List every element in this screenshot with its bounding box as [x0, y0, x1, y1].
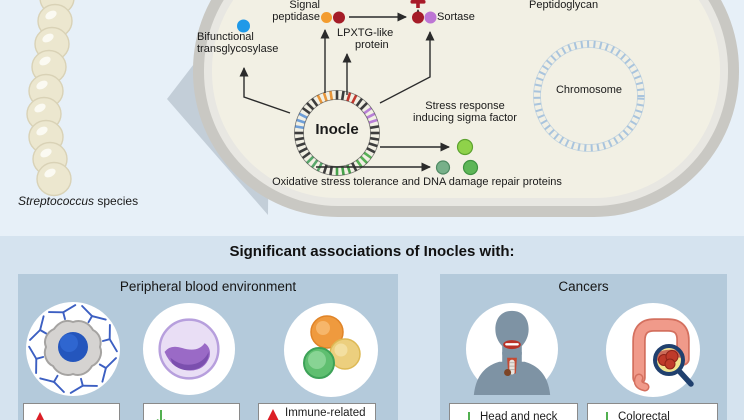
finding-label: Head and neck — [480, 411, 558, 420]
sigma-factor-line2: inducing sigma factor — [413, 112, 517, 125]
lpxtg-label-line1: LPXTG-like — [337, 27, 394, 39]
cytokines-circle — [284, 303, 378, 397]
cocci-highlights — [34, 10, 57, 178]
immune-cell-circle — [26, 302, 120, 396]
colorectal-cancer-icon — [632, 318, 694, 392]
down-arrow-icon — [156, 410, 166, 420]
up-arrow-icon — [267, 409, 279, 420]
finding-box-immune-related: Immune-related — [258, 403, 376, 420]
bacterial-cell-diagram — [26, 0, 739, 217]
oxidative-protein-dot-1 — [435, 160, 451, 175]
lpxtg-anchored-protein-icon — [410, 0, 426, 8]
organism-genus: Streptococcus — [18, 194, 95, 208]
signal-peptidase-dot-orange — [321, 12, 332, 23]
sigma-factor-line1: Stress response — [425, 100, 505, 112]
signal-peptidase-label: Signal peptidase — [272, 0, 320, 24]
transglycosylase-line1: Bifunctional — [197, 31, 254, 43]
chromosome-label: Chromosome — [555, 84, 623, 96]
immune-cell-icon — [28, 304, 118, 394]
streptococcus-chain — [26, 0, 75, 197]
bacterial-cell — [193, 0, 739, 217]
sortase-dot-red — [412, 11, 424, 24]
finding-label: Immune-related — [285, 407, 366, 419]
cytokines-icon — [303, 315, 361, 379]
blood-panel-title: Peripheral blood environment — [119, 279, 297, 294]
lpxtg-label-line2: protein — [355, 39, 389, 51]
finding-label: Colorectal — [618, 411, 670, 420]
peptidoglycan-label: Peptidoglycan — [529, 0, 599, 11]
organism-label: Streptococcus species — [18, 194, 139, 208]
head-neck-cancer-circle — [466, 303, 558, 395]
oxidative-proteins-label: Oxidative stress tolerance and DNA damag… — [272, 176, 562, 188]
pathway-arrows — [239, 9, 450, 172]
finding-box-decrease-1 — [143, 403, 240, 420]
arrow-to-sortase — [379, 31, 435, 104]
down-arrow-icon — [468, 412, 470, 420]
sortase-dot-purple — [424, 11, 437, 24]
transglycosylase-line2: transglycosylase — [197, 43, 279, 56]
cancers-panel-title: Cancers — [558, 279, 609, 294]
lymphocyte-icon — [158, 318, 220, 380]
finding-box-head-neck: Head and neck — [449, 403, 578, 420]
finding-box-increase-1 — [23, 403, 120, 420]
associations-heading: Significant associations of Inocles with… — [229, 243, 515, 260]
head-neck-cancer-icon — [473, 310, 551, 395]
oxidative-protein-dot-2 — [462, 159, 479, 176]
lymphocyte-circle — [143, 303, 235, 395]
sigma-factor-label: Stress response inducing sigma factor — [400, 100, 530, 125]
sortase-label: Sortase — [437, 11, 475, 23]
signal-peptidase-dot-red — [333, 11, 345, 24]
colorectal-cancer-circle — [606, 303, 700, 397]
down-arrow-icon — [606, 412, 608, 420]
membrane-proteins — [237, 0, 479, 176]
finding-box-colorectal: Colorectal — [587, 403, 718, 420]
signal-peptidase-line2: peptidase — [272, 11, 320, 24]
transglycosylase-dot — [237, 19, 250, 33]
transglycosylase-label: Bifunctional transglycosylase — [197, 31, 278, 56]
arrow-to-transglycosylase — [239, 67, 291, 114]
inocle-label: Inocle — [315, 121, 359, 138]
sigma-factor-dot — [456, 138, 474, 156]
signal-peptidase-line1: Signal — [289, 0, 320, 11]
organism-rest: species — [94, 194, 139, 208]
up-arrow-icon — [36, 412, 44, 420]
chromosome-icon — [533, 40, 645, 152]
